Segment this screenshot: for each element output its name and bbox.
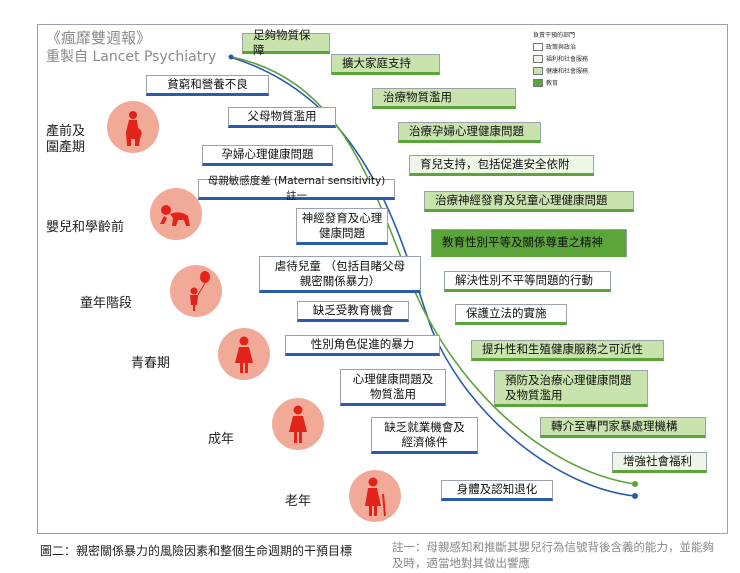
legend-item: 健康和社會服務: [533, 66, 588, 75]
curve-start-dot: [228, 54, 234, 60]
risk-factor-box: 性別角色促進的暴力: [285, 335, 440, 356]
intervention-box: 預防及治療心理健康問題 及物質濫用: [494, 370, 648, 407]
legend-label: 教育: [546, 80, 559, 87]
intervention-box: 提升性和生殖健康服務之可近性: [471, 340, 664, 361]
pregnant-woman-icon: [107, 101, 159, 153]
risk-factor-box: 虐待兒童 （包括目睹父母 親密關係暴力）: [259, 256, 421, 293]
intervention-box: 增強社會福利: [612, 452, 707, 473]
risk-factor-box: 缺乏受教育機會: [297, 301, 409, 322]
legend-swatch: [533, 42, 543, 51]
intervention-curve-end-dot: [632, 481, 638, 487]
girl-icon: [218, 328, 270, 380]
legend-item: 教育: [533, 78, 588, 87]
crawling-baby-icon: [150, 188, 202, 240]
legend-swatch: [533, 78, 543, 87]
stage-label-adolescence: 青春期: [131, 356, 171, 371]
intervention-box: 治療孕婦心理健康問題: [398, 122, 541, 143]
legend-title: 負責干預的部門: [533, 32, 576, 39]
risk-factor-box: 父母物質濫用: [228, 107, 336, 128]
legend-label: 政策與政治: [546, 44, 577, 51]
risk-factor-box: 貧窮和營養不良: [146, 75, 269, 96]
elderly-with-cane-icon: [349, 470, 401, 522]
intervention-box: 治療物質濫用: [372, 88, 516, 109]
legend-item: 政策與政治: [533, 42, 588, 51]
figure-caption: 圖二：親密關係暴力的風險因素和整個生命週期的干預目標: [40, 544, 353, 558]
child-with-balloon-icon: [170, 265, 222, 317]
footnote: 註一：母親感知和推斷其嬰兒行為信號背後含義的能力，並能夠及時，適當地對其做出響應: [392, 540, 714, 570]
stage-label-infancy: 嬰兒和學齡前: [46, 220, 125, 235]
risk-factor-box: 缺乏就業機會及 經濟條件: [371, 417, 478, 454]
stage-label-childhood: 童年階段: [80, 296, 133, 311]
risk-factor-box: 心理健康問題及 物質濫用: [340, 369, 446, 406]
stage-label-prenatal: 產前及 圍產期: [46, 124, 86, 155]
legend-item: 福利和社會服務: [533, 54, 588, 63]
intervention-box: 擴大家庭支持: [331, 54, 440, 75]
legend-swatch: [533, 66, 543, 75]
intervention-box: 轉介至專門家暴處理機構: [540, 417, 706, 438]
stage-label-adulthood: 成年: [208, 432, 235, 447]
header-title: 《瘋靡雙週報》: [46, 29, 152, 47]
intervention-box: 解決性別不平等問題的行動: [444, 271, 611, 292]
intervention-box: 治療神經發育及兒童心理健康問題: [424, 191, 634, 212]
intervention-box: 育兒支持，包括促進安全依附: [409, 155, 594, 176]
stage-label-old-age: 老年: [285, 494, 312, 509]
risk-factor-box: 孕婦心理健康問題: [202, 145, 333, 166]
intervention-box: 保護立法的實施: [455, 304, 567, 325]
risk-curve-end-dot: [632, 493, 638, 499]
risk-factor-box: 母親敏感度差 (Maternal sensitivity)註一: [198, 175, 395, 202]
header-subtitle: 重製自 Lancet Psychiatry: [46, 49, 217, 65]
intervention-box: 教育性別平等及關係尊重之精神: [431, 229, 627, 257]
legend: 負責干預的部門 政策與政治 福利和社會服務 健康和社會服務 教育: [533, 30, 588, 90]
risk-factor-box: 神經發育及心理 健康問題: [296, 208, 388, 245]
risk-factor-box: 身體及認知退化: [441, 480, 553, 501]
intervention-box: 足夠物質保障: [242, 28, 330, 57]
legend-label: 健康和社會服務: [546, 68, 589, 75]
woman-icon: [272, 398, 324, 450]
legend-label: 福利和社會服務: [546, 56, 589, 63]
legend-swatch: [533, 54, 543, 63]
